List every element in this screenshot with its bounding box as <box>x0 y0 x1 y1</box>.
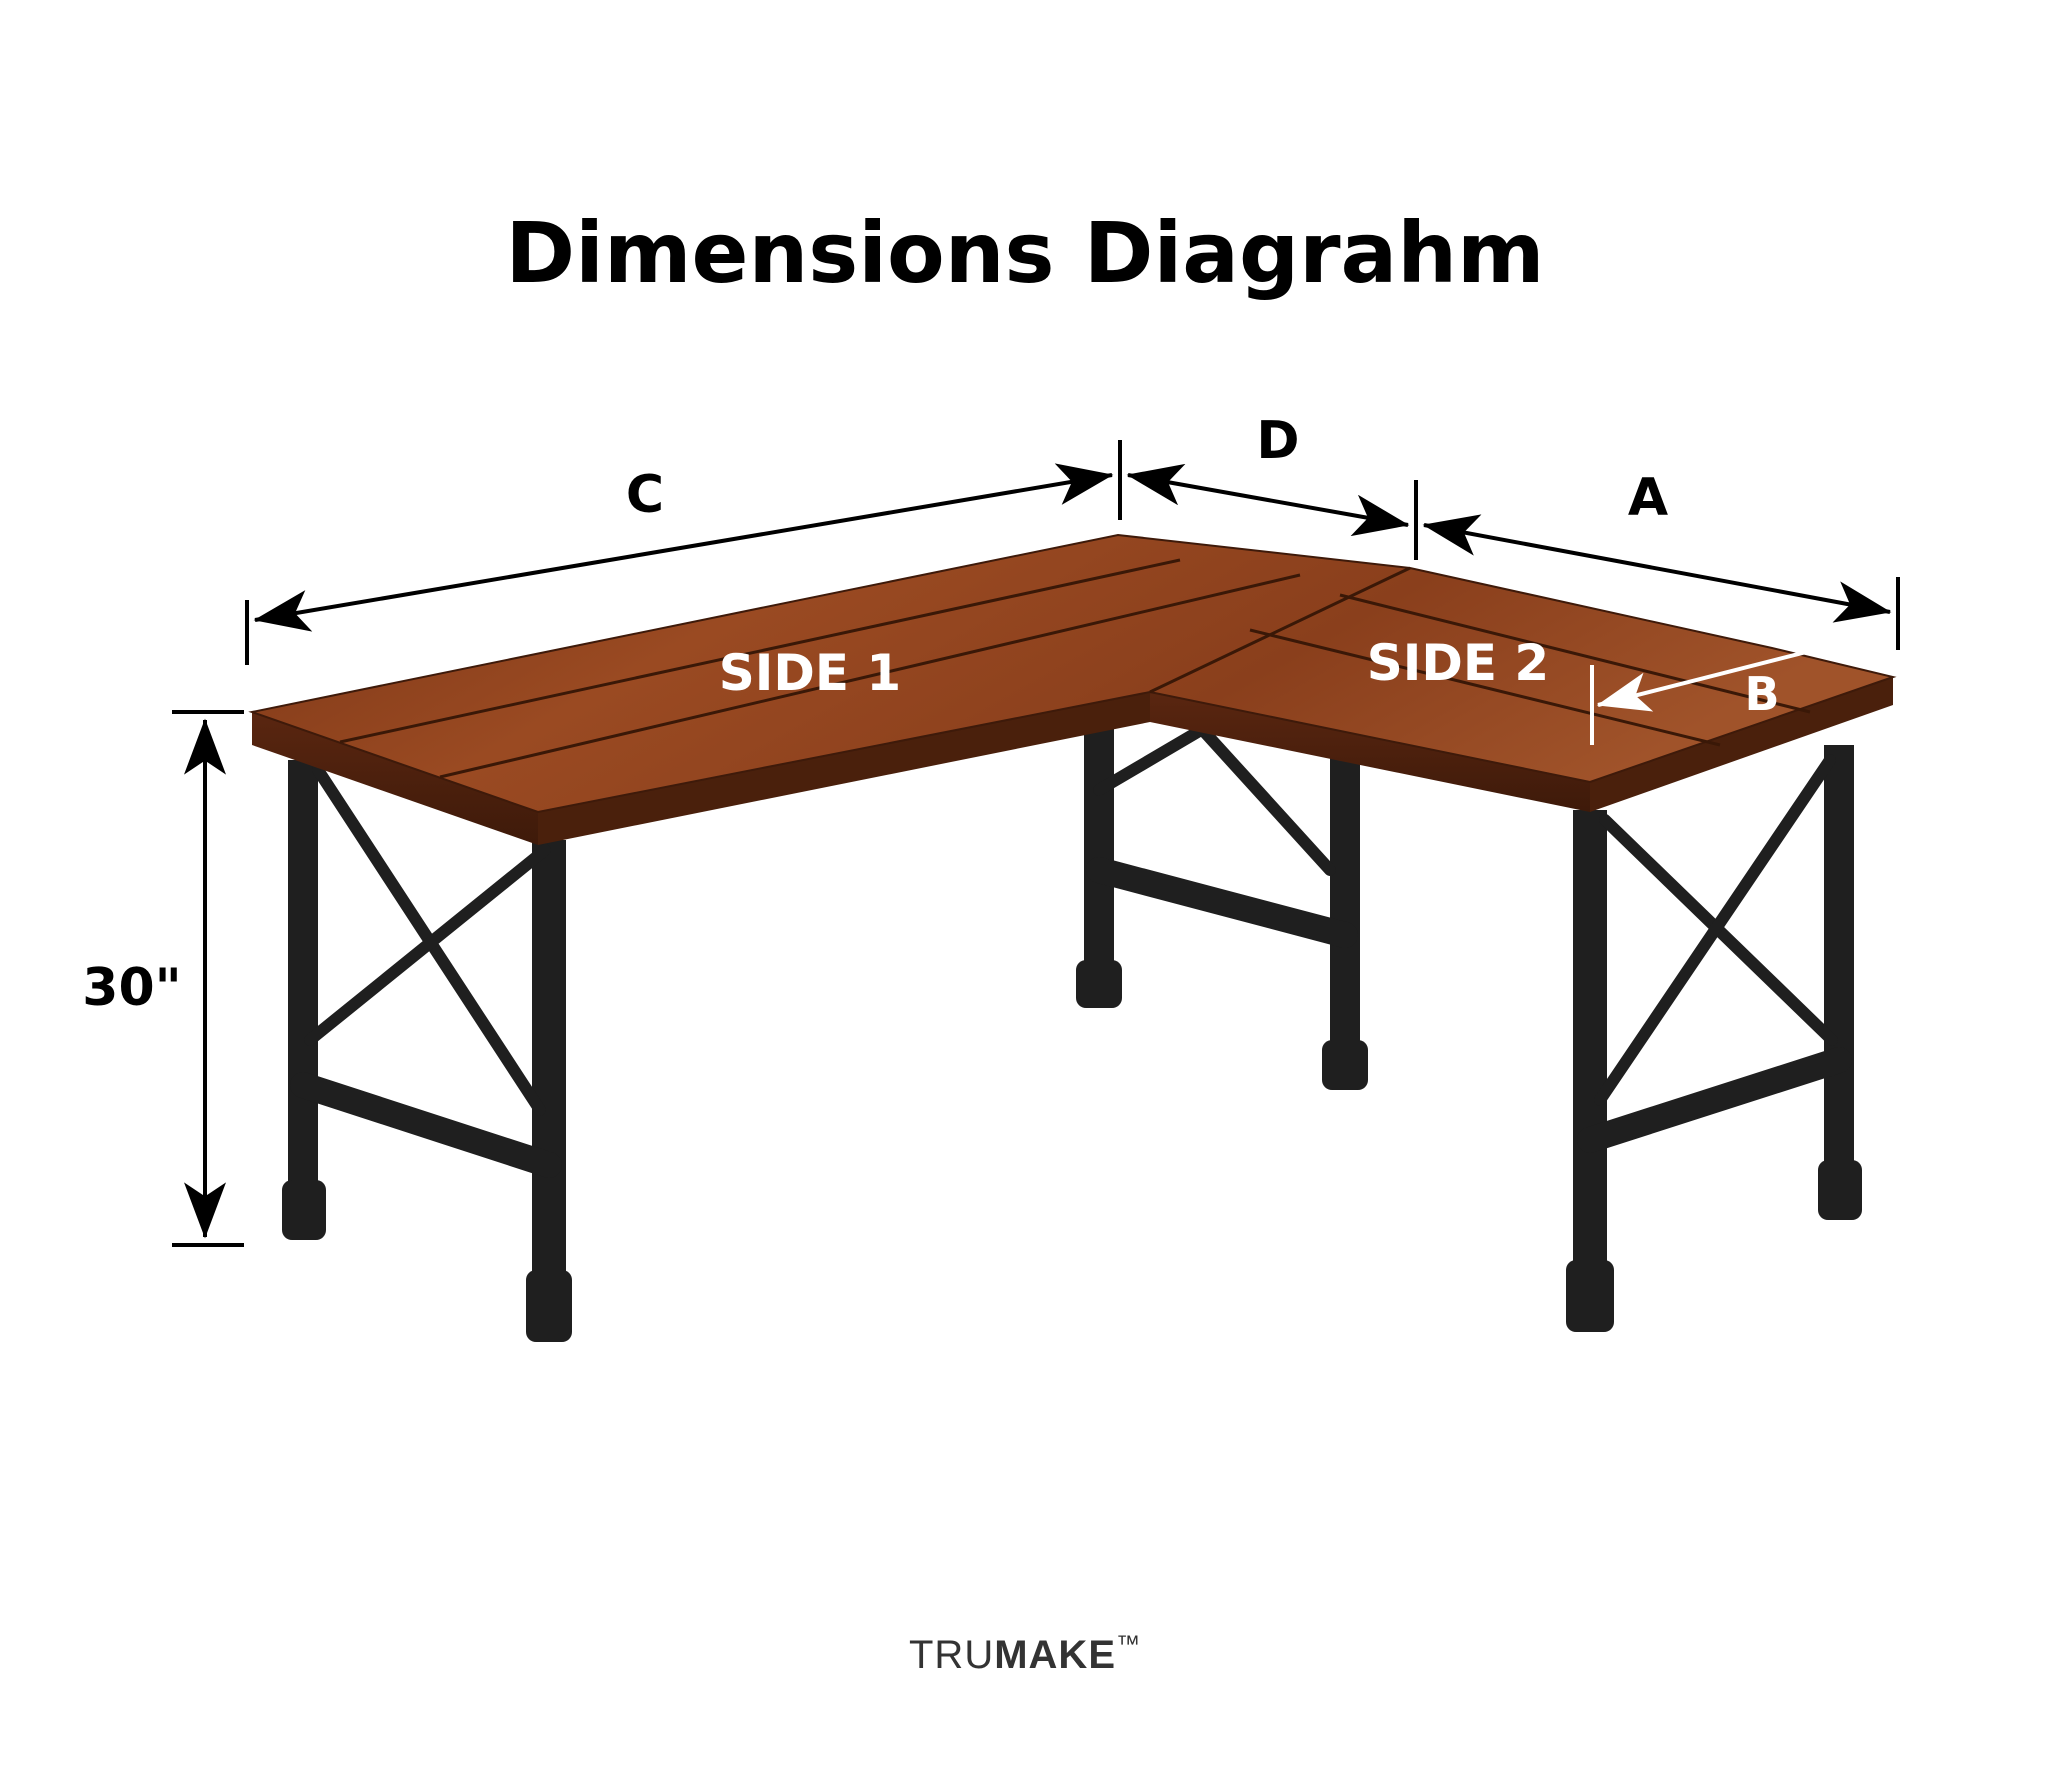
plank-seam <box>1249 628 1721 747</box>
left-rear-foot <box>282 1180 326 1240</box>
back-right-foot <box>1322 1040 1368 1090</box>
back-left-leg <box>1084 700 1114 990</box>
back-stretcher <box>1086 857 1358 948</box>
side-1-label: SIDE 1 <box>719 644 901 702</box>
dimension-d-label: D <box>1256 411 1299 471</box>
right-stretcher <box>1577 1047 1852 1153</box>
dimension-b-line <box>1596 630 1886 712</box>
brand-logo: TRUMAKE™ <box>909 1631 1141 1677</box>
dimension-b-label: B <box>1744 667 1779 721</box>
right-front-leg <box>1573 810 1607 1290</box>
right-rear-foot <box>1818 1160 1862 1220</box>
left-cross-brace-2 <box>304 844 551 1046</box>
height-dimension-label: 30" <box>82 958 181 1018</box>
table-frame <box>282 699 1862 1342</box>
brand-light: TRU <box>909 1633 994 1677</box>
right-front-foot <box>1566 1260 1614 1332</box>
brand-trademark: ™ <box>1116 1631 1141 1658</box>
side2-inner-edge <box>1150 692 1590 812</box>
dimension-annotations: C D A B 30" <box>82 411 1900 1247</box>
right-cross-brace-2 <box>1594 754 1836 1106</box>
page-title: Dimensions Diagrahm <box>505 204 1544 302</box>
side1-front-edge <box>252 712 538 845</box>
side2-end-edge <box>1590 677 1893 812</box>
dimension-d-line <box>1126 463 1410 537</box>
plank-seam <box>1339 593 1811 714</box>
dimension-a-line <box>1422 514 1892 623</box>
brand-bold: MAKE <box>994 1633 1116 1677</box>
side1-long-edge <box>538 692 1150 845</box>
dimension-c-line <box>253 463 1114 632</box>
corner-joint-seam <box>1149 566 1411 694</box>
left-front-foot <box>526 1270 572 1342</box>
left-front-leg <box>532 840 566 1300</box>
dimension-c-label: C <box>626 465 664 525</box>
left-stretcher <box>290 1072 562 1178</box>
back-left-foot <box>1076 960 1122 1008</box>
side-2-label: SIDE 2 <box>1367 634 1549 692</box>
left-rear-leg <box>288 760 318 1210</box>
plank-seam <box>439 573 1301 779</box>
right-rear-leg <box>1824 745 1854 1185</box>
back-right-leg <box>1330 735 1360 1065</box>
dimension-a-label: A <box>1628 468 1668 528</box>
table-top: SIDE 1 SIDE 2 <box>248 533 1897 845</box>
